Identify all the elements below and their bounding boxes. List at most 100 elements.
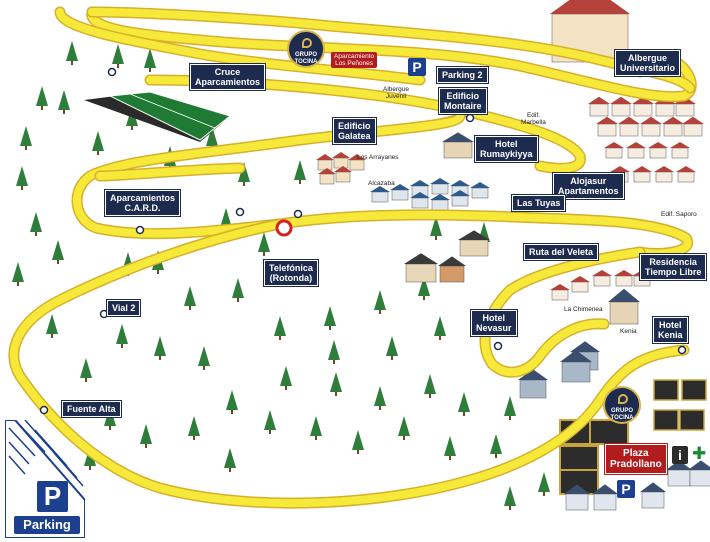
apartment-row-1-9-roof [682, 116, 704, 124]
tree-26 [386, 336, 398, 356]
chimenea-house-0-wall [551, 289, 569, 301]
label-line: Universitario [620, 63, 676, 73]
alcazaba-house-8-wall [451, 195, 469, 207]
label-edificio-galatea[interactable]: Edificio Galatea [333, 118, 376, 144]
lower-house-2-roof [564, 484, 590, 494]
label-line: Cruce [214, 67, 241, 77]
chimenea-house-2-roof [592, 270, 612, 276]
penones-parking-tag[interactable]: Aparcamiento Los Peñones [331, 52, 378, 68]
tree-27 [434, 316, 446, 336]
pitch-field [108, 91, 232, 141]
tree-55 [238, 162, 250, 182]
label-telefonica-rotonda[interactable]: Telefónica (Rotonda) [264, 260, 318, 286]
tree-trunk-31 [429, 394, 431, 398]
label-line: Edificio [338, 121, 371, 131]
tree-21 [274, 316, 286, 336]
label-aparcamientos-card[interactable]: Aparcamientos C.A.R.D. [105, 190, 181, 216]
main-parking-label[interactable]: Parking [14, 516, 80, 534]
lower-house-2-wall [565, 493, 589, 511]
tree-trunk-40 [315, 436, 317, 440]
tree-trunk-56 [299, 180, 301, 184]
tree-trunk-30 [379, 406, 381, 410]
label-vial-2[interactable]: Vial 2 [107, 300, 141, 316]
tree-50 [538, 472, 550, 492]
main-parking-p-icon[interactable]: P [37, 481, 68, 512]
tree-34 [154, 336, 166, 356]
tree-trunk-46 [193, 436, 195, 440]
lower-house-1-wall [689, 469, 710, 487]
tree-trunk-1 [117, 64, 119, 68]
label-ruta-del-veleta[interactable]: Ruta del Veleta [524, 244, 599, 260]
tree-51 [504, 486, 516, 506]
tree-layer [12, 41, 550, 510]
label-edificio-montaire[interactable]: Edificio Montaire [439, 88, 487, 114]
info-icon[interactable]: i [672, 446, 688, 464]
tree-trunk-25 [333, 360, 335, 364]
tree-10 [12, 262, 24, 282]
tree-trunk-32 [463, 412, 465, 416]
tree-trunk-19 [157, 270, 159, 274]
apartment-row-1-3-wall [655, 103, 675, 117]
tree-trunk-35 [121, 344, 123, 348]
apartment-row-1-7-wall [641, 123, 661, 137]
tree-trunk-37 [51, 334, 53, 338]
label-line: Las Tuyas [517, 198, 561, 208]
penones-line1: Aparcamiento [334, 53, 375, 60]
label-hotel-kenia[interactable]: Hotel Kenia [653, 317, 688, 343]
label-las-tuyas[interactable]: Las Tuyas [512, 195, 566, 211]
tree-trunk-21 [279, 336, 281, 340]
label-residencia-tiempo-libre[interactable]: Residencia Tiempo Libre [640, 254, 707, 280]
text-alcazaba: Alcazaba [368, 180, 395, 187]
label-hotel-nevasur[interactable]: Hotel Nevasur [471, 310, 517, 336]
label-line: C.A.R.D. [124, 203, 161, 213]
pharmacy-cross-icon: ✚ [692, 444, 707, 464]
small-line: Edif. [526, 112, 540, 119]
label-albergue-universitario[interactable]: Albergue Universitario [615, 50, 681, 76]
tree-4 [20, 126, 32, 146]
tree-trunk-18 [189, 306, 191, 310]
tree-31 [424, 374, 436, 394]
label-hotel-rumaykiyya[interactable]: Hotel Rumaykiyya [475, 136, 538, 162]
alcazaba-house-3-wall [431, 183, 449, 195]
tree-trunk-50 [543, 492, 545, 496]
tree-23 [374, 290, 386, 310]
tree-trunk-16 [263, 252, 265, 256]
apartment-row-2-2-wall [649, 147, 667, 159]
label-line: Vial 2 [112, 303, 136, 313]
penones-line2: Los Peñones [335, 60, 374, 67]
label-fuente-alta[interactable]: Fuente Alta [62, 401, 121, 417]
apartment-row-1-0-roof [588, 96, 610, 104]
label-plaza-pradollano[interactable]: Plaza Pradollano [605, 444, 667, 474]
tree-trunk-43 [449, 456, 451, 460]
parking-2-icon[interactable]: P [408, 58, 426, 76]
alcazaba-house-0-roof [370, 186, 390, 192]
tree-trunk-17 [237, 298, 239, 302]
tree-33 [198, 346, 210, 366]
road-7 [481, 248, 644, 377]
text-albergue-juvenil: Albergue Juvenil [383, 86, 409, 100]
tree-trunk-41 [357, 450, 359, 454]
chimenea-house-1-roof [570, 276, 590, 282]
hotel-rumaykiyya-building-wall [443, 141, 473, 159]
chalet-2-wall [405, 263, 437, 283]
text-kenia: Kenia [620, 328, 637, 335]
blue-block-2-roof [518, 369, 548, 380]
lower-house-4-wall [641, 491, 665, 509]
alcazaba-house-0-wall [371, 191, 389, 203]
label-alojasur-apartamentos[interactable]: Alojasur Apartamentos [553, 173, 624, 199]
roundabout-marker [275, 219, 293, 237]
arrayanes-house-0-roof [316, 154, 334, 160]
label-cruce-aparcamientos[interactable]: Cruce Aparcamientos [190, 64, 266, 90]
tree-trunk-22 [329, 326, 331, 330]
alcazaba-house-5-wall [471, 187, 489, 199]
tree-trunk-45 [495, 454, 497, 458]
tree-42 [398, 416, 410, 436]
label-parking-2[interactable]: Parking 2 [437, 67, 488, 83]
arrayanes-house-3-wall [319, 173, 335, 185]
tree-2 [144, 48, 156, 68]
stop-point-3 [135, 225, 145, 235]
apartment-row-1-1-wall [611, 103, 631, 117]
plaza-parking-icon[interactable]: P [617, 480, 635, 498]
tree-25 [328, 340, 340, 360]
